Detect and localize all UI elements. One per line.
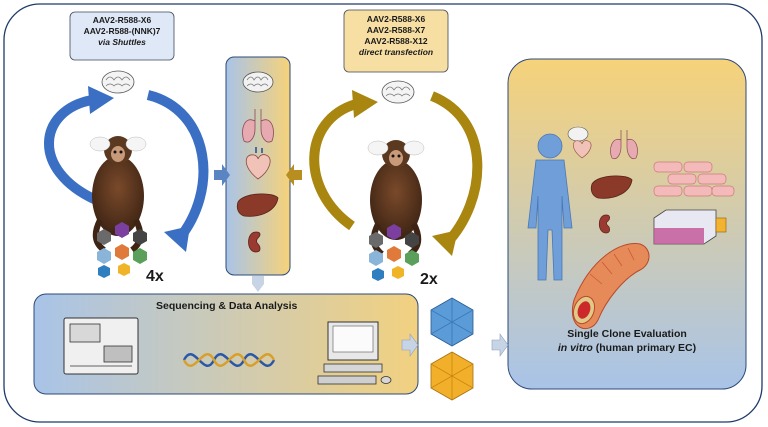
left-construct-box <box>69 11 175 61</box>
clone-heart-icon <box>573 140 592 159</box>
panel-heart-icon <box>245 147 271 180</box>
left-cycle-multiplier: 4x <box>146 268 164 285</box>
endothelial-cells-icon <box>653 161 735 197</box>
computer-icon <box>317 321 392 385</box>
blue-capsid-icon <box>430 297 474 347</box>
clone-liver-icon <box>590 175 633 199</box>
culture-flask-icon <box>653 209 727 245</box>
clone-brain-icon <box>567 126 589 142</box>
single-clone-panel <box>507 58 747 390</box>
marmoset-left <box>89 136 147 253</box>
left-construct-labels: AAV2-R588-X6 AAV2-R588-(NNK)7 via Shuttl… <box>70 15 174 48</box>
right-construct-line3: AAV2-R588-X12 <box>364 36 428 46</box>
right-construct-line2: AAV2-R588-X7 <box>366 25 426 35</box>
right-construct-box <box>343 9 449 73</box>
left-construct-line1: AAV2-R588-X6 <box>92 15 152 25</box>
marmoset-right <box>367 140 425 257</box>
left-construct-method: via Shuttles <box>98 37 146 47</box>
sequencing-title: Sequencing & Data Analysis <box>156 300 298 312</box>
connector-arrows <box>214 164 509 357</box>
panel-liver-icon <box>236 193 279 217</box>
clone-kidney-icon <box>598 214 610 234</box>
brain-icon-right <box>381 80 415 104</box>
human-body-icon <box>527 133 573 281</box>
blood-vessel-icon <box>571 243 650 330</box>
single-clone-cells: (human primary EC) <box>592 342 697 354</box>
single-clone-title: Single Clone Evaluation <box>567 328 687 340</box>
right-construct-line1: AAV2-R588-X6 <box>366 14 426 24</box>
sequencer-icon <box>63 317 139 375</box>
single-clone-subtitle: in vitro (human primary EC) <box>520 341 734 355</box>
right-construct-labels: AAV2-R588-X6 AAV2-R588-X7 AAV2-R588-X12 … <box>344 14 448 58</box>
panel-lungs-icon <box>242 109 274 143</box>
panel-brain-icon <box>242 71 274 93</box>
single-clone-invitro: in vitro <box>557 342 593 354</box>
single-clone-label: Single Clone Evaluation in vitro (human … <box>520 327 734 355</box>
right-cycle-arrows <box>309 90 483 256</box>
right-cycle-multiplier: 2x <box>420 271 438 288</box>
panel-kidney-icon <box>248 231 261 253</box>
left-cycle-arrows <box>44 86 209 252</box>
dna-helix-icon <box>182 352 276 368</box>
right-construct-method: direct transfection <box>358 47 434 57</box>
capsid-library-right <box>369 224 419 281</box>
capsid-library-left <box>97 222 147 278</box>
clone-lungs-icon <box>610 130 638 160</box>
left-construct-line2: AAV2-R588-(NNK)7 <box>83 26 161 36</box>
brain-icon-left <box>101 70 135 94</box>
gold-capsid-icon <box>430 351 474 401</box>
